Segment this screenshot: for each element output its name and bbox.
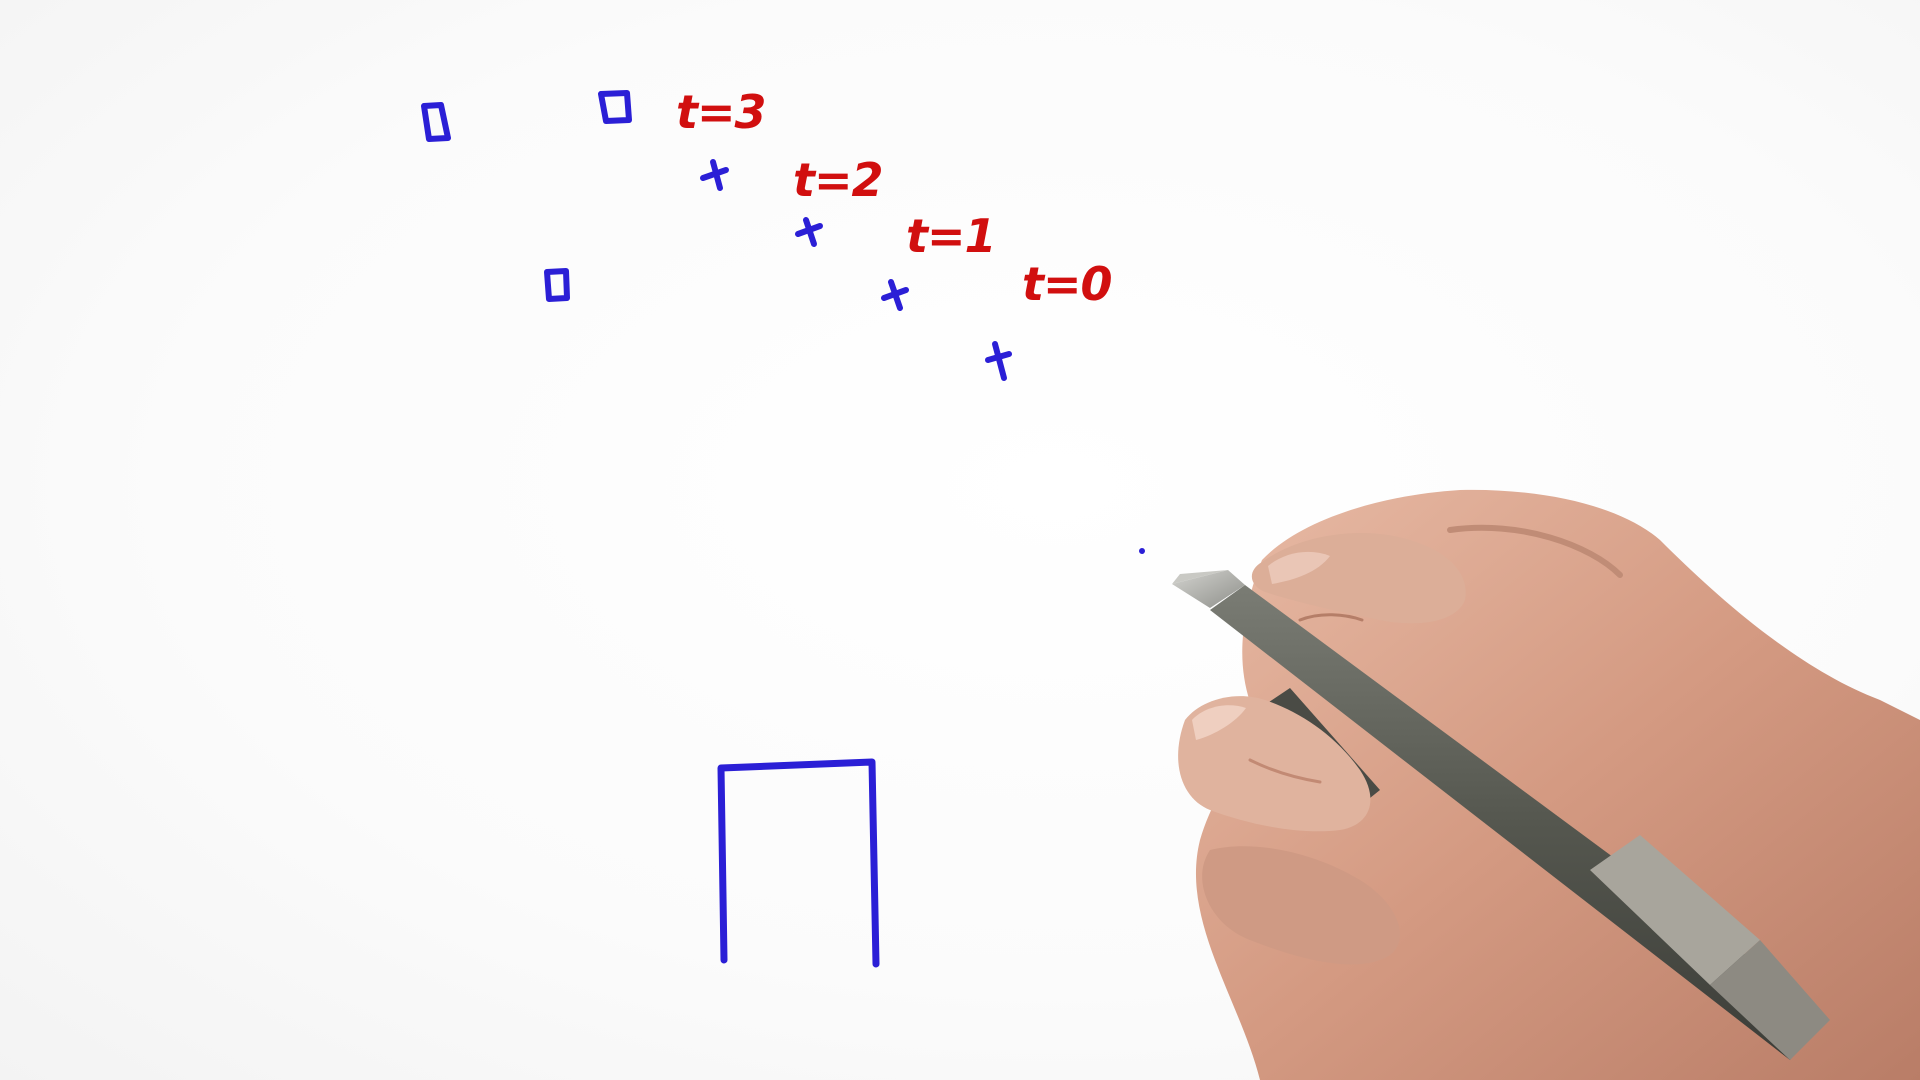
time-label-t0: t=0 — [1022, 257, 1112, 311]
time-label-t2: t=2 — [793, 153, 883, 207]
time-label-t3: t=3 — [676, 85, 766, 139]
measurement-mark-t0 — [985, 341, 1012, 381]
ink-dot — [1139, 548, 1145, 554]
time-label-t1: t=1 — [906, 209, 996, 263]
measurement-mark-t1 — [881, 279, 909, 311]
measurement-mark-t3 — [700, 159, 729, 191]
hand-holding-stylus — [1172, 489, 1920, 1080]
door-frame-drawing — [717, 758, 880, 968]
measurement-mark-t2 — [795, 217, 823, 247]
landmark-square-1 — [421, 102, 451, 142]
landmark-square-3 — [544, 268, 570, 302]
landmark-square-2 — [598, 90, 632, 124]
